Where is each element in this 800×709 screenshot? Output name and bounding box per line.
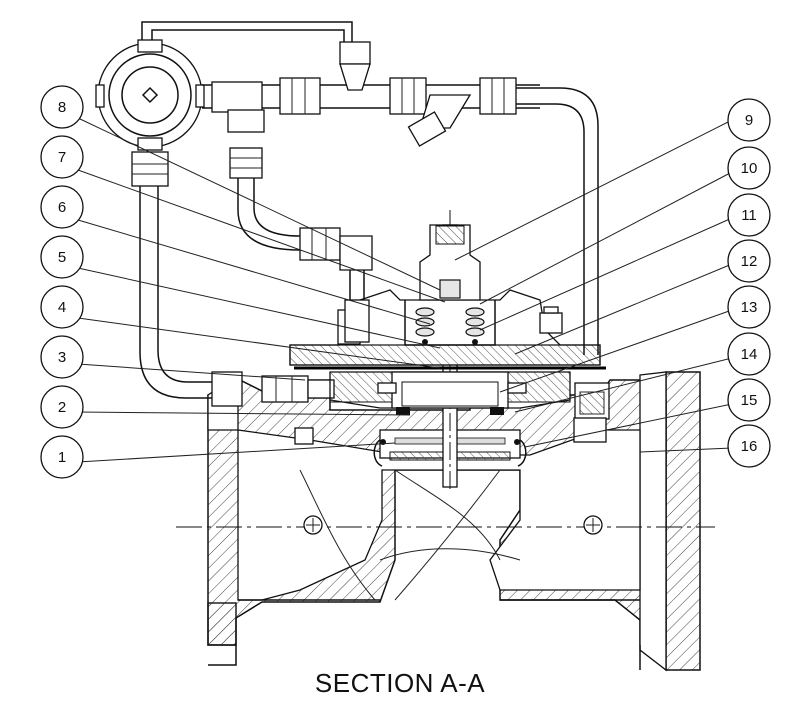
callout-3-label: 3 [58, 349, 66, 366]
callout-7-label: 7 [58, 149, 66, 166]
callout-5: 5 [40, 235, 84, 279]
callout-8: 8 [40, 85, 84, 129]
leader-1 [77, 442, 396, 463]
pilot-valve [95, 39, 205, 151]
callout-14-label: 14 [741, 346, 758, 363]
callout-1-label: 1 [58, 449, 66, 466]
callouts-left: 8 7 6 5 4 3 2 1 [40, 85, 84, 479]
callout-15: 15 [727, 378, 771, 422]
leader-15 [524, 403, 733, 448]
callout-13-label: 13 [741, 299, 758, 316]
leader-2 [77, 411, 411, 416]
callout-4: 4 [40, 285, 84, 329]
valve-body [176, 371, 715, 672]
leader-12 [514, 263, 733, 355]
callout-14: 14 [727, 332, 771, 376]
callout-13: 13 [727, 285, 771, 329]
callouts-right: 9 10 11 12 13 14 15 16 [727, 98, 771, 468]
callout-12-label: 12 [741, 253, 758, 270]
callout-6: 6 [40, 185, 84, 229]
callout-15-label: 15 [741, 392, 758, 409]
spring [415, 307, 485, 345]
left-port-plug [303, 515, 323, 535]
section-title: SECTION A-A [314, 668, 486, 698]
leader-16 [639, 447, 733, 453]
callout-10: 10 [727, 146, 771, 190]
leader-13 [499, 309, 733, 393]
bonnet-cover [289, 224, 610, 445]
callout-1: 1 [40, 435, 84, 479]
strainer [407, 94, 472, 147]
callout-11: 11 [727, 193, 771, 237]
leader-7 [77, 169, 446, 303]
leader-3 [77, 363, 306, 381]
callout-10-label: 10 [741, 160, 758, 177]
leader-11 [479, 217, 733, 331]
callout-leaders [77, 117, 733, 463]
right-port-plug [583, 515, 603, 535]
callout-5-label: 5 [58, 249, 66, 266]
callout-12: 12 [727, 239, 771, 283]
callout-2: 2 [40, 385, 84, 429]
callout-8-label: 8 [58, 99, 66, 116]
callout-7: 7 [40, 135, 84, 179]
callout-16-label: 16 [741, 438, 758, 455]
callout-3: 3 [40, 335, 84, 379]
callout-6-label: 6 [58, 199, 66, 216]
callout-16: 16 [727, 424, 771, 468]
leader-10 [479, 171, 733, 305]
callout-11-label: 11 [741, 207, 757, 224]
callout-9-label: 9 [745, 112, 753, 129]
leader-4 [77, 317, 441, 369]
callout-9: 9 [727, 98, 771, 142]
callout-2-label: 2 [58, 399, 66, 416]
leader-5 [77, 267, 441, 349]
leader-6 [77, 219, 431, 325]
leader-14 [514, 357, 733, 413]
callout-4-label: 4 [58, 299, 66, 316]
pilot-tubing [95, 21, 607, 443]
leader-8 [77, 117, 441, 291]
leader-9 [454, 119, 733, 261]
